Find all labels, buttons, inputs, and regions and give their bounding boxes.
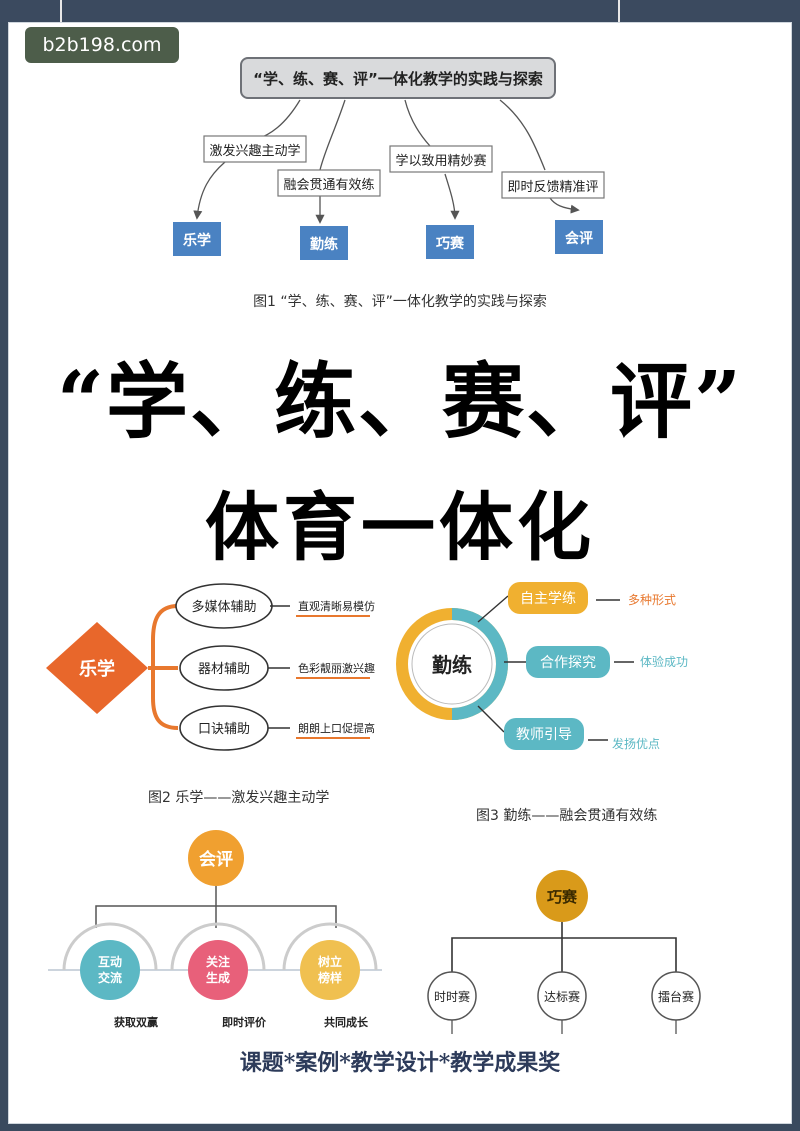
fig1-caption: 图1 “学、练、赛、评”一体化教学的实践与探索 [253, 293, 547, 310]
fig3-center-label: 勤练 [432, 653, 472, 677]
fig4-note: 获取双赢 [114, 1015, 158, 1029]
fig1-node-label: 勤练 [310, 236, 338, 253]
fig1-connector [254, 99, 301, 141]
fig3-item-label: 教师引导 [516, 727, 572, 743]
fig1-edge-box [203, 135, 307, 163]
figure-2: 乐学 多媒体辅助 器材辅助 口诀辅助 直观清晰易模仿 色彩靓丽激兴趣 朗朗上口促… [46, 583, 375, 806]
fig1-node-box [426, 225, 474, 259]
fig4-item-label-line1: 互动 [98, 955, 122, 969]
fig3-note: 多种形式 [628, 593, 676, 607]
fig4-item-circle [80, 940, 140, 1000]
fig4-root-label: 会评 [199, 849, 233, 870]
fig3-ring-accent [451, 608, 508, 720]
fig1-edge-label: 学以致用精妙赛 [395, 153, 486, 169]
fig2-brace [148, 604, 179, 730]
fig3-connector [477, 705, 505, 733]
fig2-center-diamond [46, 622, 148, 714]
fig1-edge-label: 即时反馈精准评 [507, 180, 598, 195]
fig1-root-label: “学、练、赛、评”一体化教学的实践与探索 [253, 70, 543, 88]
fig3-item-box [504, 718, 584, 750]
fig1-node-label: 巧赛 [436, 235, 465, 252]
fig3-item-box [526, 646, 610, 678]
fig1-root-box [240, 57, 556, 99]
fig4-arc [62, 922, 158, 971]
fig3-item-label: 自主学练 [520, 591, 576, 607]
fig1-node-box [555, 220, 603, 254]
fig3-item-box [508, 582, 588, 614]
fig4-item-label-line2: 生成 [206, 970, 230, 985]
top-bar-tick [618, 0, 620, 22]
fig1-edge-box [277, 169, 381, 197]
fig2-note: 朗朗上口促提高 [298, 721, 375, 735]
fig2-item-label: 口诀辅助 [198, 722, 250, 737]
fig1-edge-box [501, 171, 605, 199]
fig1-arrow [549, 197, 580, 214]
fig3-note: 发扬优点 [612, 736, 660, 751]
figure-4: 会评 互动 交流 关注 生成 树立 榜样 获取双赢 即时评价 共同成长 [48, 830, 382, 1029]
fig5-item-label: 时时赛 [434, 989, 470, 1004]
fig4-arc [282, 922, 378, 971]
fig2-item-label: 器材辅助 [198, 662, 250, 677]
fig2-caption: 图2 乐学——激发兴趣主动学 [148, 789, 329, 806]
watermark-badge: b2b198.com [25, 27, 179, 63]
fig4-root-circle [188, 830, 244, 886]
fig1-arrow [193, 161, 226, 220]
fig1-node-box [173, 222, 221, 256]
fig1-connector [319, 99, 346, 171]
fig4-item-label-line2: 榜样 [318, 970, 342, 985]
fig3-item-label: 合作探究 [540, 655, 596, 671]
figure-5: 巧赛 时时赛 达标赛 擂台赛 [427, 870, 701, 1034]
fig3-note: 体验成功 [640, 654, 688, 669]
fig1-node-label: 会评 [565, 230, 593, 247]
fig2-note: 直观清晰易模仿 [298, 599, 375, 613]
fig4-item-label-line2: 交流 [98, 970, 122, 985]
fig2-note: 色彩靓丽激兴趣 [298, 661, 375, 675]
fig5-root-label: 巧赛 [547, 888, 578, 906]
headline-line-2: 体育一体化 [205, 485, 595, 571]
fig4-arc [170, 922, 266, 971]
fig4-item-circle [188, 940, 248, 1000]
fig1-edge-box [389, 145, 493, 173]
fig1-connector [499, 99, 546, 171]
footer-tagline: 课题*案例*教学设计*教学成果奖 [239, 1050, 561, 1076]
figure-3: 勤练 自主学练 合作探究 教师引导 多种形式 体验成功 发扬优点 图3 勤练——… [396, 582, 688, 824]
fig1-connector [404, 99, 431, 147]
fig1-node-box [300, 226, 348, 260]
fig4-item-label-line1: 关注 [206, 954, 230, 969]
fig2-item-label: 多媒体辅助 [191, 599, 256, 615]
fig3-caption: 图3 勤练——融会贯通有效练 [476, 808, 657, 824]
fig1-node-label: 乐学 [183, 232, 211, 249]
fig4-item-label-line1: 树立 [318, 954, 342, 969]
figure-1: “学、练、赛、评”一体化教学的实践与探索 激发兴趣主动学 融会贯通有效练 学以致… [173, 57, 605, 310]
top-bar-tick [60, 0, 62, 22]
headline-line-1: “学、练、赛、评” [56, 354, 744, 450]
fig3-center-circle [411, 623, 493, 705]
fig1-arrow [444, 173, 460, 220]
fig2-center-label: 乐学 [79, 658, 115, 680]
fig1-edge-label: 激发兴趣主动学 [209, 143, 300, 159]
fig3-connector [477, 595, 509, 623]
fig5-bracket [451, 937, 677, 972]
fig5-root-circle [536, 870, 588, 922]
fig5-item-label: 擂台赛 [658, 989, 694, 1004]
document-page [8, 22, 792, 1124]
top-bar [0, 0, 800, 22]
fig4-note: 即时评价 [222, 1015, 267, 1029]
fig4-note: 共同成长 [324, 1015, 369, 1029]
fig4-item-circle [300, 940, 360, 1000]
fig5-item-label: 达标赛 [544, 989, 580, 1004]
fig1-edge-label: 融会贯通有效练 [283, 178, 374, 193]
